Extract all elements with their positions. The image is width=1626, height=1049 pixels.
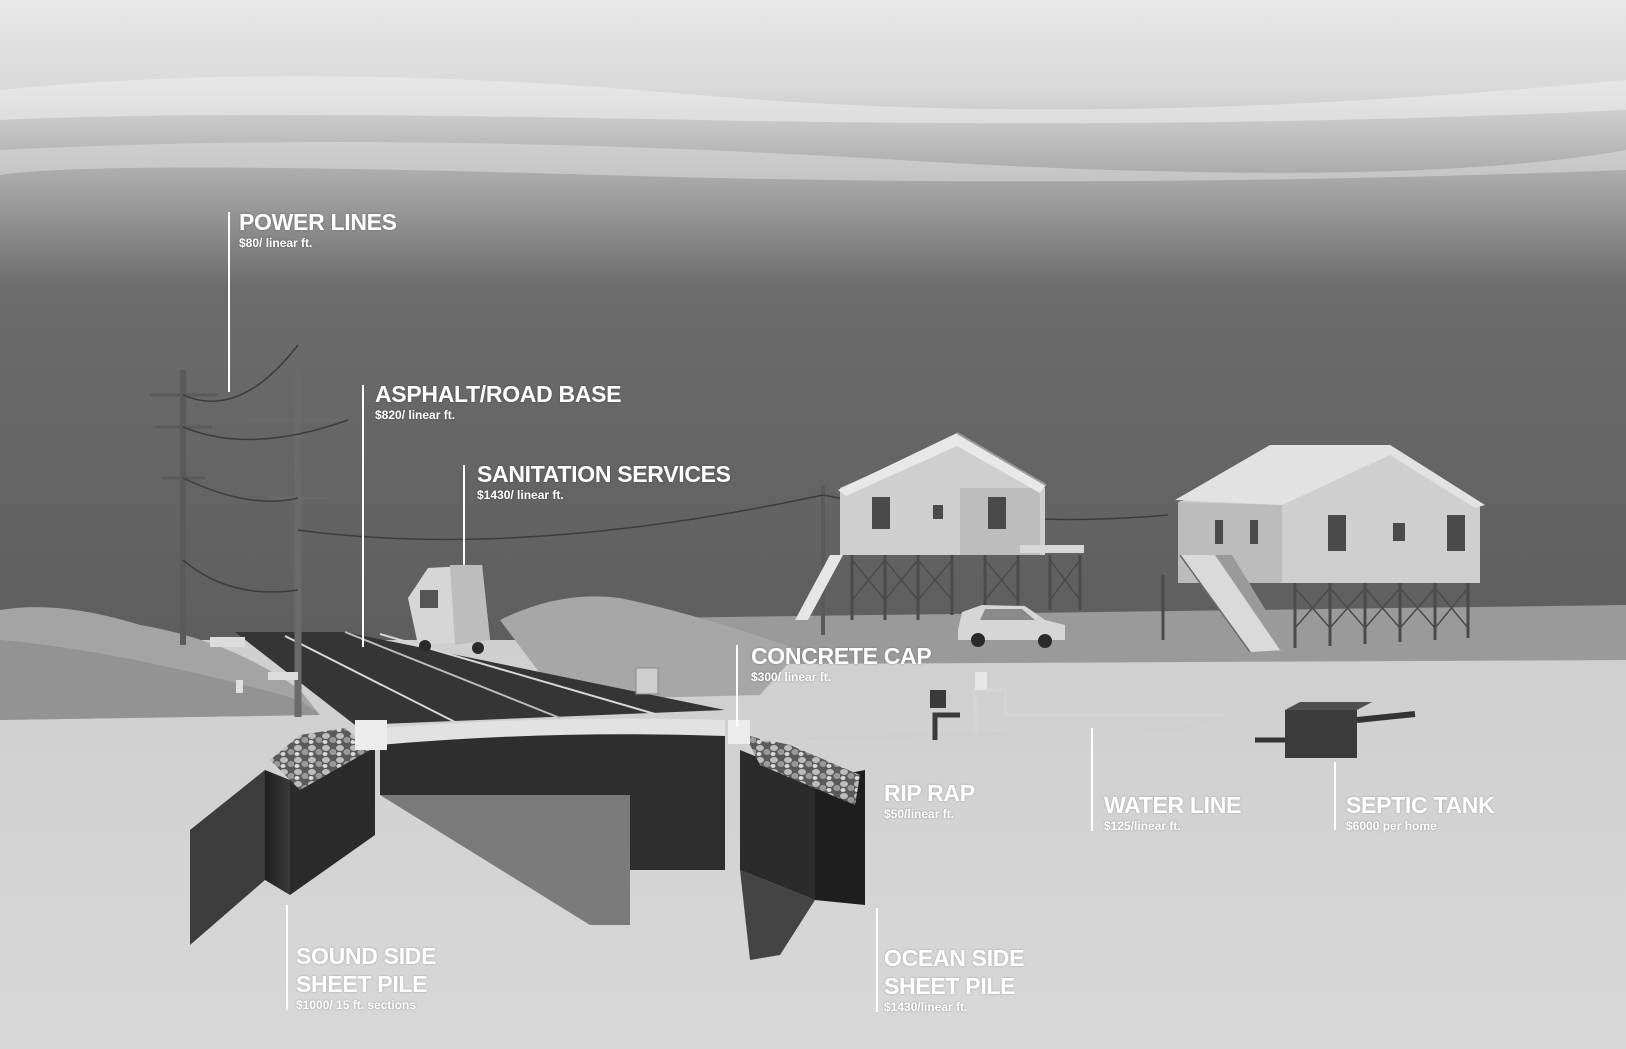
asphalt-leader xyxy=(362,385,364,647)
water-line-title: WATER LINE xyxy=(1104,792,1242,818)
hydrant xyxy=(236,680,243,693)
car xyxy=(958,605,1065,648)
sound-side-rip-rap xyxy=(270,728,370,790)
septic-tank-leader xyxy=(1334,762,1336,830)
callout-sound-side-sheet-pile: SOUND SIDE SHEET PILE $1000/ 15 ft. sect… xyxy=(296,942,436,1012)
road-section-top xyxy=(380,718,725,745)
callout-concrete-cap: CONCRETE CAP $300/ linear ft. xyxy=(751,642,932,684)
septic-tank-cost: $6000 per home xyxy=(1346,819,1437,833)
sound-side-title-line1: SOUND SIDE xyxy=(296,943,437,969)
garbage-truck xyxy=(408,565,490,654)
trash-bin xyxy=(635,667,659,695)
ocean-side-cost: $1430/linear ft. xyxy=(884,1000,968,1014)
ocean-side-title-line1: OCEAN SIDE xyxy=(884,945,1025,971)
callout-water-line: WATER LINE $125/linear ft. xyxy=(1104,791,1241,833)
power-lines-cost: $80/ linear ft. xyxy=(239,236,313,250)
rip-rap-title: RIP RAP xyxy=(884,780,975,806)
callout-septic-tank: SEPTIC TANK $6000 per home xyxy=(1346,791,1495,833)
curb-block xyxy=(210,637,245,647)
sound-side-concrete-cap xyxy=(355,720,387,750)
road-lane-line xyxy=(284,635,456,723)
cloud-streak xyxy=(0,142,1626,182)
sound-side-leader xyxy=(286,905,288,1010)
water-line-riser xyxy=(973,688,1225,735)
ocean-side-rip-rap xyxy=(745,735,860,805)
sanitation-title: SANITATION SERVICES xyxy=(477,461,731,487)
ocean-side-shadow xyxy=(740,870,815,960)
house-right xyxy=(1161,445,1485,653)
asphalt-cost: $820/ linear ft. xyxy=(375,408,456,422)
septic-tank-top xyxy=(1285,702,1372,710)
dune-right xyxy=(500,596,800,700)
sound-side-cost: $1000/ 15 ft. sections xyxy=(296,998,417,1012)
curb-block xyxy=(268,672,298,680)
callout-power-lines: POWER LINES $80/ linear ft. xyxy=(239,208,397,250)
callout-sanitation: SANITATION SERVICES $1430/ linear ft. xyxy=(477,460,731,502)
water-line-leader xyxy=(1091,728,1093,831)
sound-side-sheet-pile xyxy=(265,770,290,895)
callout-asphalt: ASPHALT/ROAD BASE $820/ linear ft. xyxy=(375,380,622,422)
water-line-cost: $125/linear ft. xyxy=(1104,819,1181,833)
power-pole-right xyxy=(248,345,348,717)
cloud-streak xyxy=(0,76,1626,124)
dune-left-shadow xyxy=(0,640,320,720)
rip-rap-cost: $50/linear ft. xyxy=(884,807,955,821)
sanitation-cost: $1430/ linear ft. xyxy=(477,488,564,502)
ocean-side-concrete-cap xyxy=(728,720,750,744)
concrete-cap-leader xyxy=(736,645,738,727)
ocean-side-sheet-pile xyxy=(740,750,815,900)
sanitation-leader xyxy=(463,465,465,565)
power-lines-leader xyxy=(228,212,230,392)
house-left xyxy=(795,432,1084,620)
concrete-cap-cost: $300/ linear ft. xyxy=(751,670,832,684)
sound-side-title-line2: SHEET PILE xyxy=(296,971,428,997)
septic-tank-box xyxy=(1285,710,1357,758)
ocean-side-title-line2: SHEET PILE xyxy=(884,973,1016,999)
water-line-pipe xyxy=(759,706,1262,742)
water-meter xyxy=(975,672,987,690)
sanitation-fitting xyxy=(930,690,946,708)
road xyxy=(235,632,725,725)
callout-ocean-side-sheet-pile: OCEAN SIDE SHEET PILE $1430/linear ft. xyxy=(884,944,1024,1014)
power-lines-title: POWER LINES xyxy=(239,209,397,235)
sanitation-pipe xyxy=(932,712,960,740)
asphalt-title: ASPHALT/ROAD BASE xyxy=(375,381,622,407)
section-shadow xyxy=(380,795,630,925)
septic-pipe-out xyxy=(1356,711,1416,723)
concrete-cap-title: CONCRETE CAP xyxy=(751,643,932,669)
road-section-body xyxy=(380,734,725,870)
callout-rip-rap: RIP RAP $50/linear ft. xyxy=(884,779,975,821)
sound-side-shadow xyxy=(190,770,265,945)
ocean-side-leader xyxy=(876,908,878,1012)
road-lane-line xyxy=(344,631,561,719)
septic-tank-title: SEPTIC TANK xyxy=(1346,792,1495,818)
